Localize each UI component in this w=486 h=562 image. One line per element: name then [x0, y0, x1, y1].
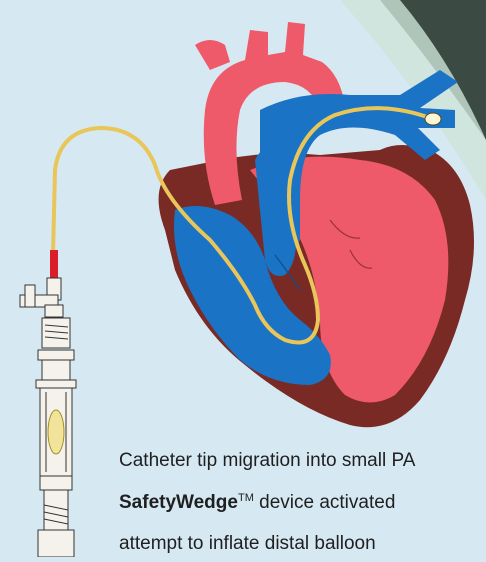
vessel-branch	[195, 40, 230, 70]
syringe-device	[20, 278, 76, 557]
syringe-balloon	[48, 410, 64, 454]
trademark-symbol: TM	[238, 492, 254, 504]
caption-line-3: attempt to inflate distal balloon	[119, 533, 376, 555]
caption-line-2-rest: device activated	[254, 492, 396, 513]
balloon-tip	[425, 113, 441, 125]
caption-line-1: Catheter tip migration into small PA	[119, 450, 415, 472]
brand-name: SafetyWedge	[119, 492, 238, 513]
caption-line-2: SafetyWedgeTM device activated	[119, 492, 395, 514]
catheter-red-segment	[50, 250, 58, 280]
